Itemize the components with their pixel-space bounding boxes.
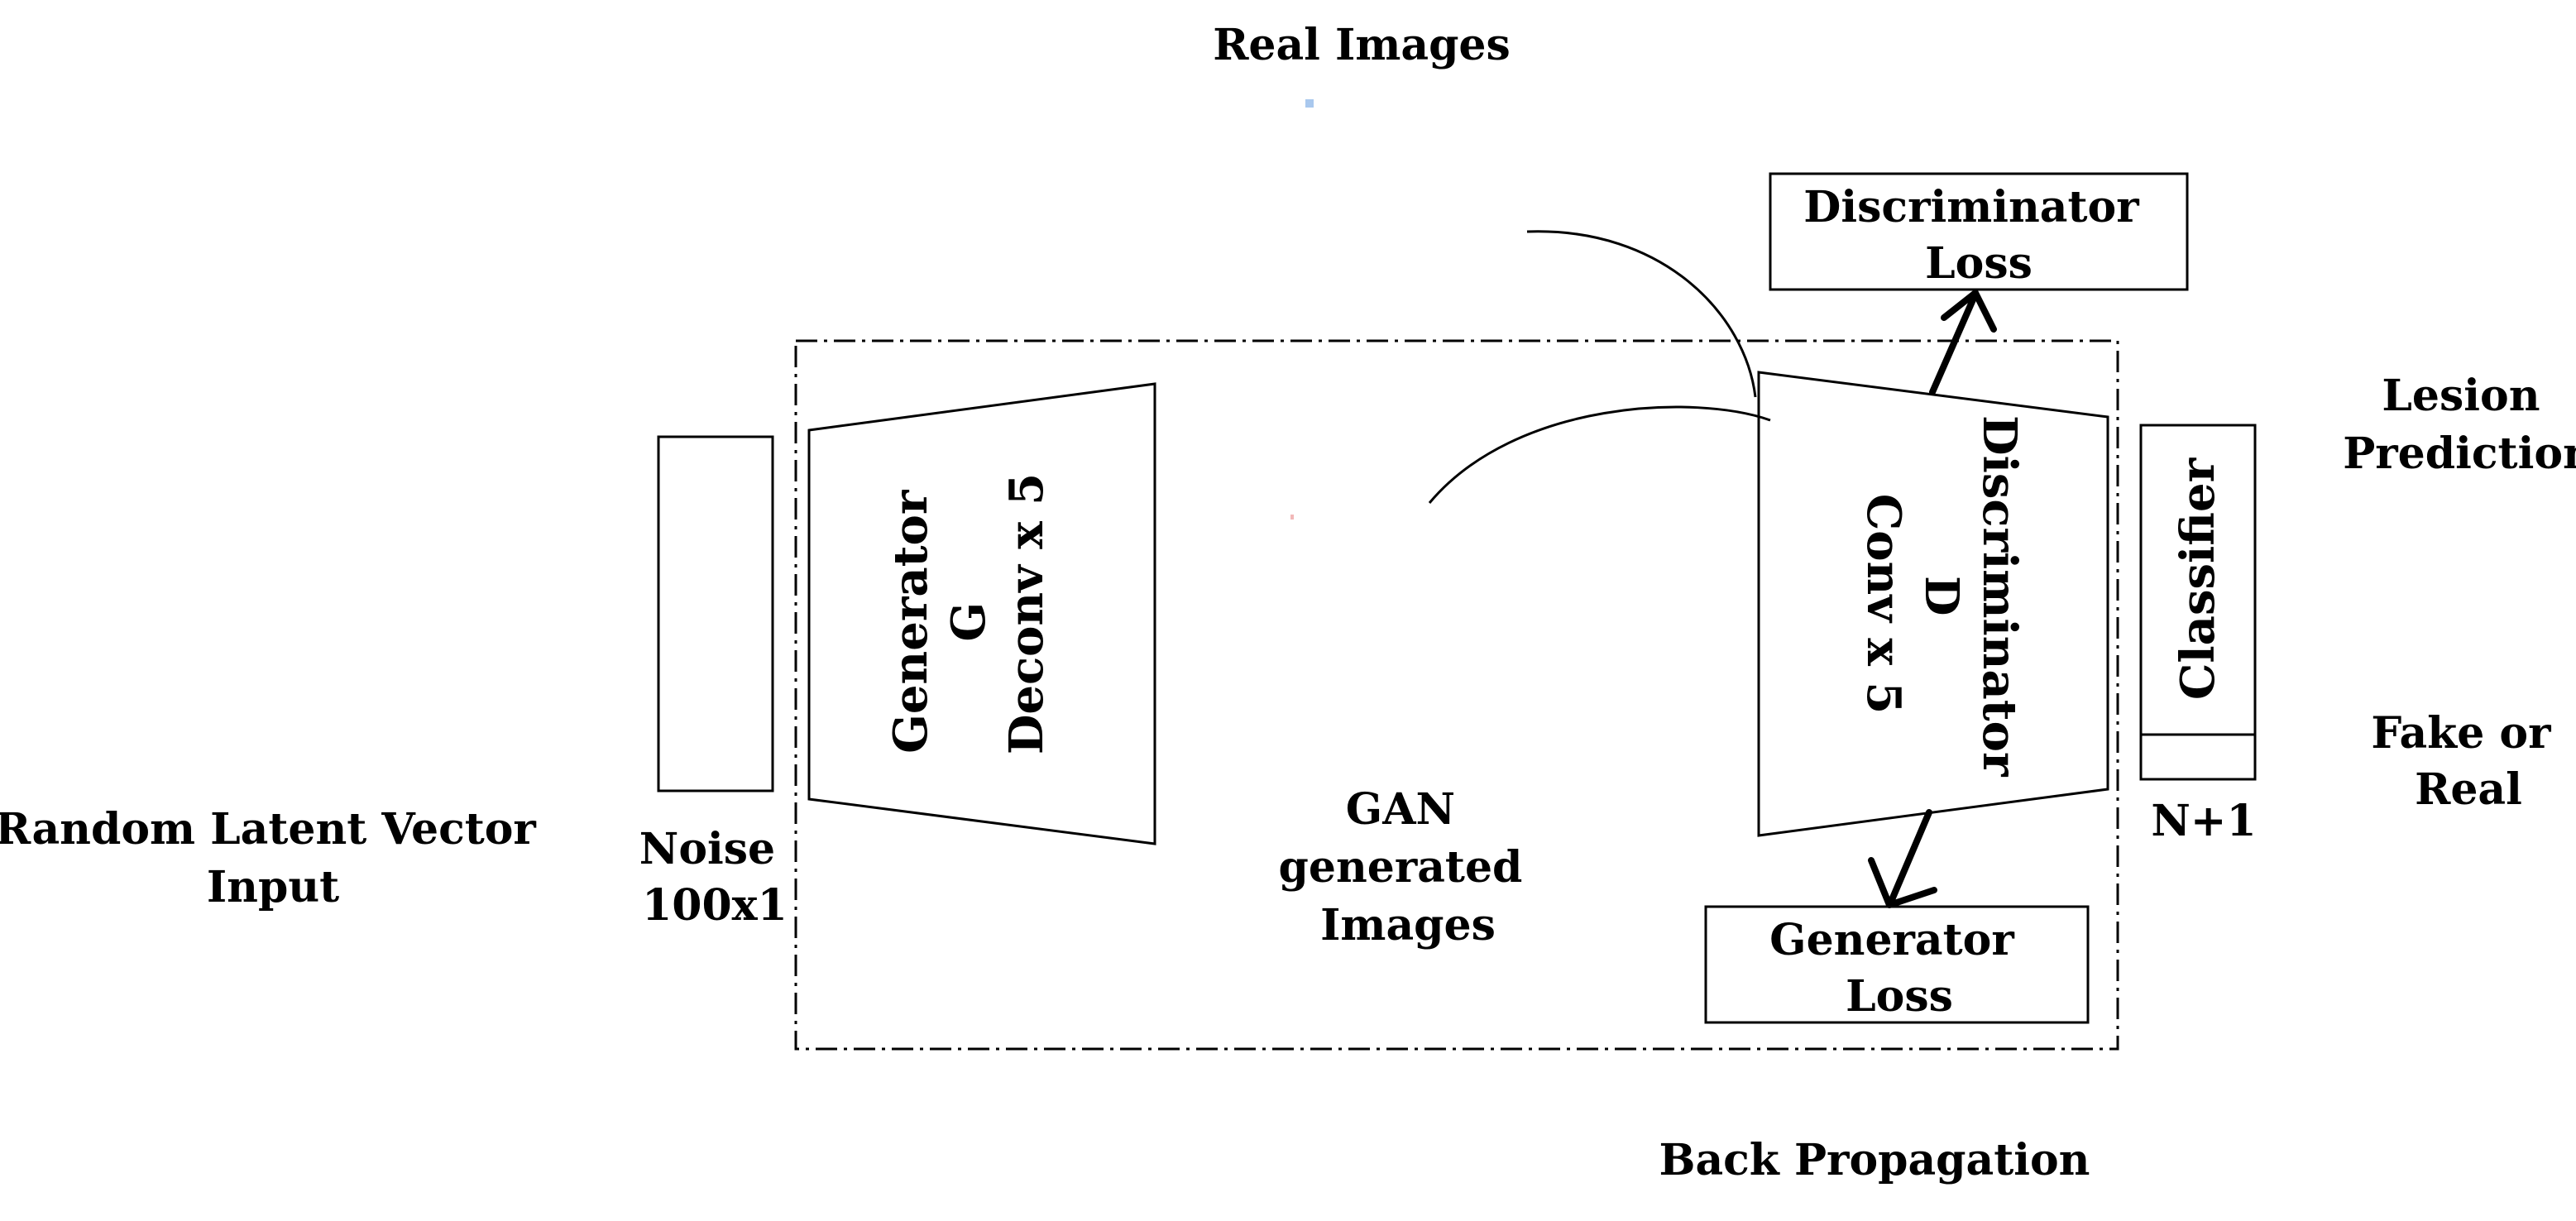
gan-label-line3: Images <box>1320 900 1496 950</box>
lesion-prediction-label: Lesion Prediction <box>2343 371 2576 479</box>
generator-loss-line2: Loss <box>1846 971 1953 1022</box>
generator-label: Generator G Deconv x 5 <box>883 473 1054 754</box>
generator-trapezoid <box>807 382 1156 845</box>
classifier-label: Classifier <box>2171 457 2225 700</box>
generator-loss-box <box>1704 905 2090 1024</box>
noise-label: Noise 100x1 <box>639 824 790 931</box>
discriminator-loss-label: Discriminator Loss <box>1803 182 2153 289</box>
fake-or-real-label: Fake or Real <box>2371 708 2565 815</box>
generator-loss-line1: Generator <box>1769 915 2014 965</box>
noise-box <box>657 435 774 792</box>
generator-label-line2: G <box>941 602 996 642</box>
discriminator-label-line3: Conv x 5 <box>1856 494 1911 715</box>
gan-boundary <box>794 339 2119 1051</box>
discriminator-loss-line2: Loss <box>1925 238 2033 289</box>
back-propagation-label: Back Propagation <box>1659 1135 2090 1185</box>
real-images-label: Real Images <box>1213 20 1511 70</box>
generator-loss-arrow <box>1868 809 1937 908</box>
fake-real-line2: Real <box>2415 764 2522 815</box>
gan-images-placeholder <box>1290 515 1294 520</box>
real-images-flow-curve <box>1526 230 1757 398</box>
generator-loss-label: Generator Loss <box>1769 915 2029 1022</box>
discriminator-trapezoid <box>1757 371 2109 837</box>
generator-label-line3: Deconv x 5 <box>999 473 1054 754</box>
generator-label-line1: Generator <box>883 489 938 754</box>
discriminator-label-line2: D <box>1914 576 1969 616</box>
discriminator-label-line1: Discriminator <box>1972 415 2027 778</box>
lesion-line1: Lesion <box>2382 371 2540 421</box>
random-latent-line2: Input <box>207 862 339 912</box>
noise-label-line1: Noise <box>639 824 775 874</box>
discriminator-label: Discriminator D Conv x 5 <box>1856 415 2027 792</box>
classifier-output-label: N+1 <box>2151 796 2256 846</box>
random-latent-vector-label: Random Latent Vector Input <box>0 804 551 912</box>
fake-real-line1: Fake or <box>2371 708 2551 759</box>
discriminator-loss-box <box>1769 172 2189 291</box>
random-latent-line1: Random Latent Vector <box>0 804 536 855</box>
classifier-box <box>2139 424 2257 781</box>
lesion-line2: Prediction <box>2343 429 2576 479</box>
real-images-placeholder <box>1305 99 1314 108</box>
gan-label-line1: GAN <box>1346 784 1455 835</box>
discriminator-loss-line1: Discriminator <box>1803 182 2139 232</box>
gan-label-line2: generated <box>1279 842 1523 893</box>
generated-images-flow-curve <box>1428 405 1771 504</box>
noise-label-line2: 100x1 <box>642 880 788 931</box>
discriminator-loss-arrow <box>1929 290 1997 395</box>
gan-generated-images-label: GAN generated Images <box>1279 784 1538 950</box>
